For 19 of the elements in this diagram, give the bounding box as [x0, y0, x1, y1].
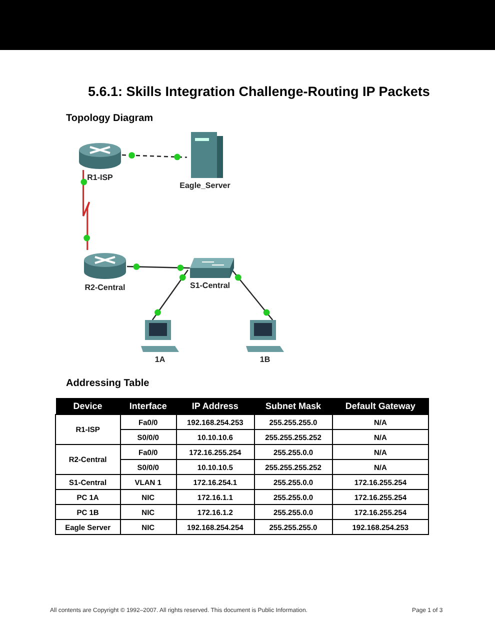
column-header: Default Gateway — [332, 398, 428, 414]
device-label: 1B — [260, 355, 270, 364]
column-header: Subnet Mask — [254, 398, 332, 414]
device-label: 1A — [154, 355, 166, 364]
column-header: IP Address — [176, 398, 254, 414]
column-header: Interface — [120, 398, 176, 414]
link-line — [122, 154, 188, 158]
link-line — [126, 266, 190, 269]
section-heading: Topology Diagram — [66, 113, 154, 124]
section-heading: Addressing Table — [66, 378, 150, 389]
device-label: R2-Central — [84, 283, 126, 292]
column-header: Device — [56, 398, 120, 414]
device-label: S1-Central — [190, 281, 230, 290]
device-label: Eagle_Server — [180, 181, 230, 190]
link-line — [152, 270, 188, 320]
link-line — [82, 170, 90, 250]
device-label: R1-ISP — [87, 173, 113, 182]
link-line — [232, 270, 274, 320]
page-title: 5.6.1: Skills Integration Challenge-Routing IP Packets — [88, 84, 430, 99]
